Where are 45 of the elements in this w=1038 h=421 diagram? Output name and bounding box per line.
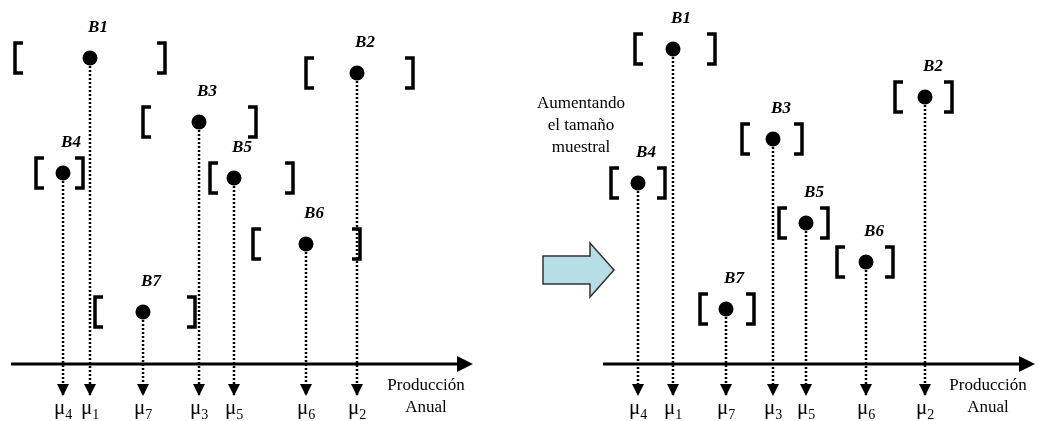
mean-symbol: μ$_{6}$ [297,395,316,419]
point-label: B5 [804,183,824,201]
point-label: B6 [304,204,324,222]
point-label: B5 [232,138,252,156]
mean-symbol: μ$_{4}$ [54,395,73,419]
point-label: B7 [141,272,161,290]
mean-symbol: μ$_{1}$ [81,395,100,419]
arrow [57,181,69,396]
arrow [84,66,96,396]
point-label: B1 [88,18,108,36]
arrow-caption: Aumentando el tamaño muestral [536,92,626,158]
mean-symbol: μ$_{2}$ [916,395,935,419]
arrow [919,105,931,396]
arrow [193,130,205,396]
arrow [137,320,149,396]
mean-symbol: μ$_{6}$ [857,395,876,419]
arrow [351,81,363,396]
arrow [300,252,312,396]
arrow [860,270,872,396]
mean-symbol: μ$_{1}$ [664,395,683,419]
point-label: B6 [864,222,884,240]
axis-title: Producción Anual [386,374,466,418]
point-label: B4 [61,133,81,151]
mean-symbol: μ$_{2}$ [348,395,367,419]
arrow [667,57,679,396]
arrow [767,147,779,396]
point-label: B7 [724,269,744,287]
arrow [228,186,240,396]
mean-symbol: μ$_{4}$ [629,395,648,419]
mean-symbol: μ$_{5}$ [797,395,816,419]
arrow [632,191,644,396]
axis-title: Producción Anual [948,374,1028,418]
point-label: B1 [671,9,691,27]
point-label: B2 [355,33,375,51]
mean-symbol: μ$_{3}$ [190,395,209,419]
point-label: B3 [197,82,217,100]
mean-symbol: μ$_{5}$ [225,395,244,419]
point-label: B3 [771,99,791,117]
arrow [720,317,732,396]
arrow [800,231,812,396]
point-label: B2 [923,57,943,75]
mean-symbol: μ$_{7}$ [134,395,153,419]
mean-symbol: μ$_{7}$ [717,395,736,419]
mean-symbol: μ$_{3}$ [764,395,783,419]
point-label: B4 [636,143,656,161]
